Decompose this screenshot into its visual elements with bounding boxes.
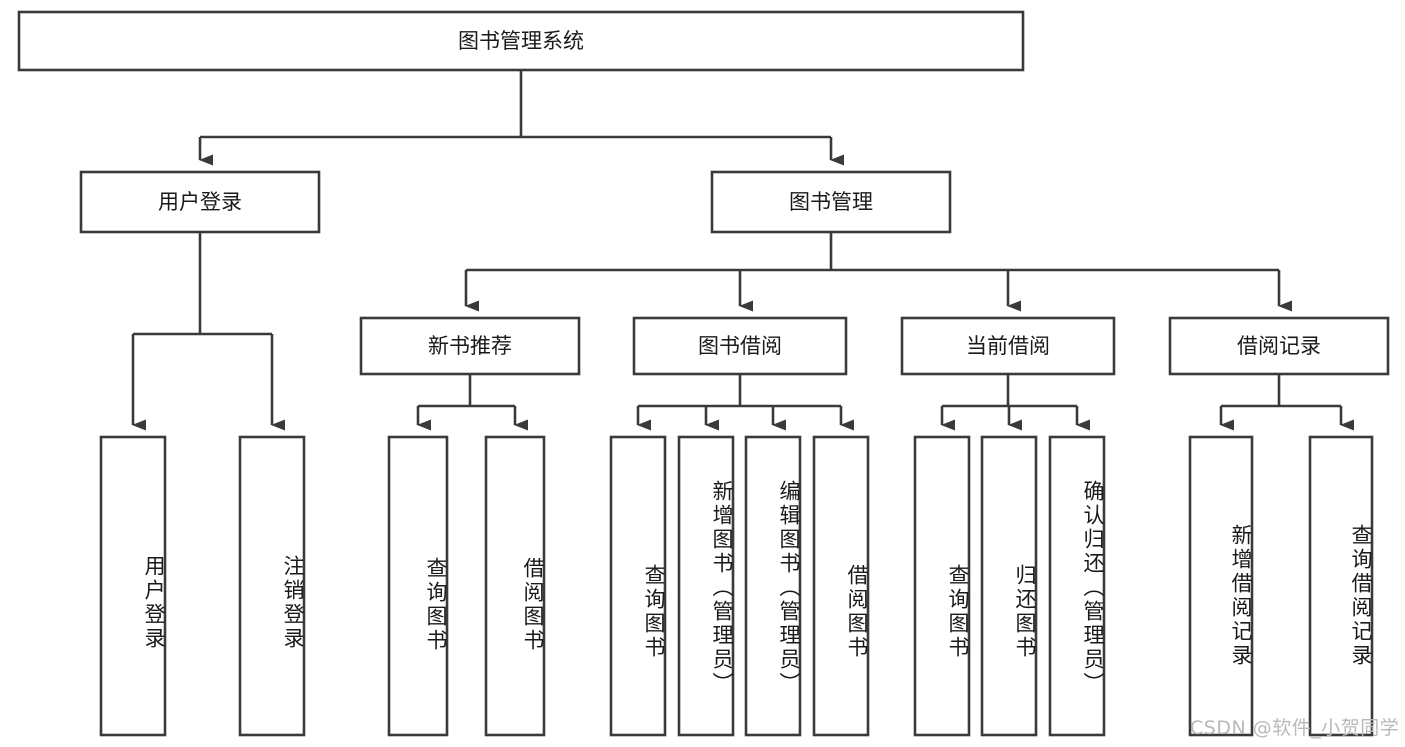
node-label-root: 图书管理系统 [458, 29, 584, 53]
node-label-book-borrow: 图书借阅 [698, 334, 782, 358]
node-box-user-login[interactable] [79, 170, 321, 234]
node-box-query-book-1[interactable] [387, 435, 449, 737]
node-box-edit-book-admin[interactable] [744, 435, 802, 737]
node-box-user-logout[interactable] [238, 435, 306, 737]
node-box-borrow-book-2[interactable] [812, 435, 870, 737]
node-box-confirm-return-admin[interactable] [1048, 435, 1106, 737]
connector-group-new-book-rec [416, 374, 528, 431]
connector-group-root [198, 70, 844, 166]
node-label-user-login: 用户登录 [158, 190, 242, 214]
connector-group-borrow-record [1219, 374, 1354, 431]
connector-group-book-borrow [636, 374, 854, 431]
connector-group-user-login [131, 232, 285, 431]
node-label-book-manage: 图书管理 [789, 190, 873, 214]
node-box-user-login-do[interactable] [99, 435, 167, 737]
node-box-book-manage[interactable] [710, 170, 952, 234]
node-box-return-book[interactable] [980, 435, 1038, 737]
node-box-current-borrow[interactable] [900, 316, 1116, 376]
node-box-borrow-record[interactable] [1168, 316, 1390, 376]
node-box-new-book-rec[interactable] [359, 316, 581, 376]
node-box-add-book-admin[interactable] [677, 435, 735, 737]
csdn-watermark: CSDN @软件_小贺同学 [1190, 717, 1400, 739]
node-box-query-book-3[interactable] [913, 435, 971, 737]
node-label-new-book-rec: 新书推荐 [428, 334, 512, 358]
node-label-current-borrow: 当前借阅 [966, 334, 1050, 358]
node-box-borrow-book-1[interactable] [484, 435, 546, 737]
node-box-query-book-2[interactable] [609, 435, 667, 737]
connector-group-book-manage [464, 232, 1292, 312]
node-box-book-borrow[interactable] [632, 316, 848, 376]
node-box-query-borrow-record[interactable] [1308, 435, 1374, 737]
connector-group-current-borrow [940, 374, 1090, 431]
node-label-borrow-record: 借阅记录 [1237, 334, 1321, 358]
node-box-add-borrow-record[interactable] [1188, 435, 1254, 737]
node-box-root[interactable] [17, 10, 1025, 72]
